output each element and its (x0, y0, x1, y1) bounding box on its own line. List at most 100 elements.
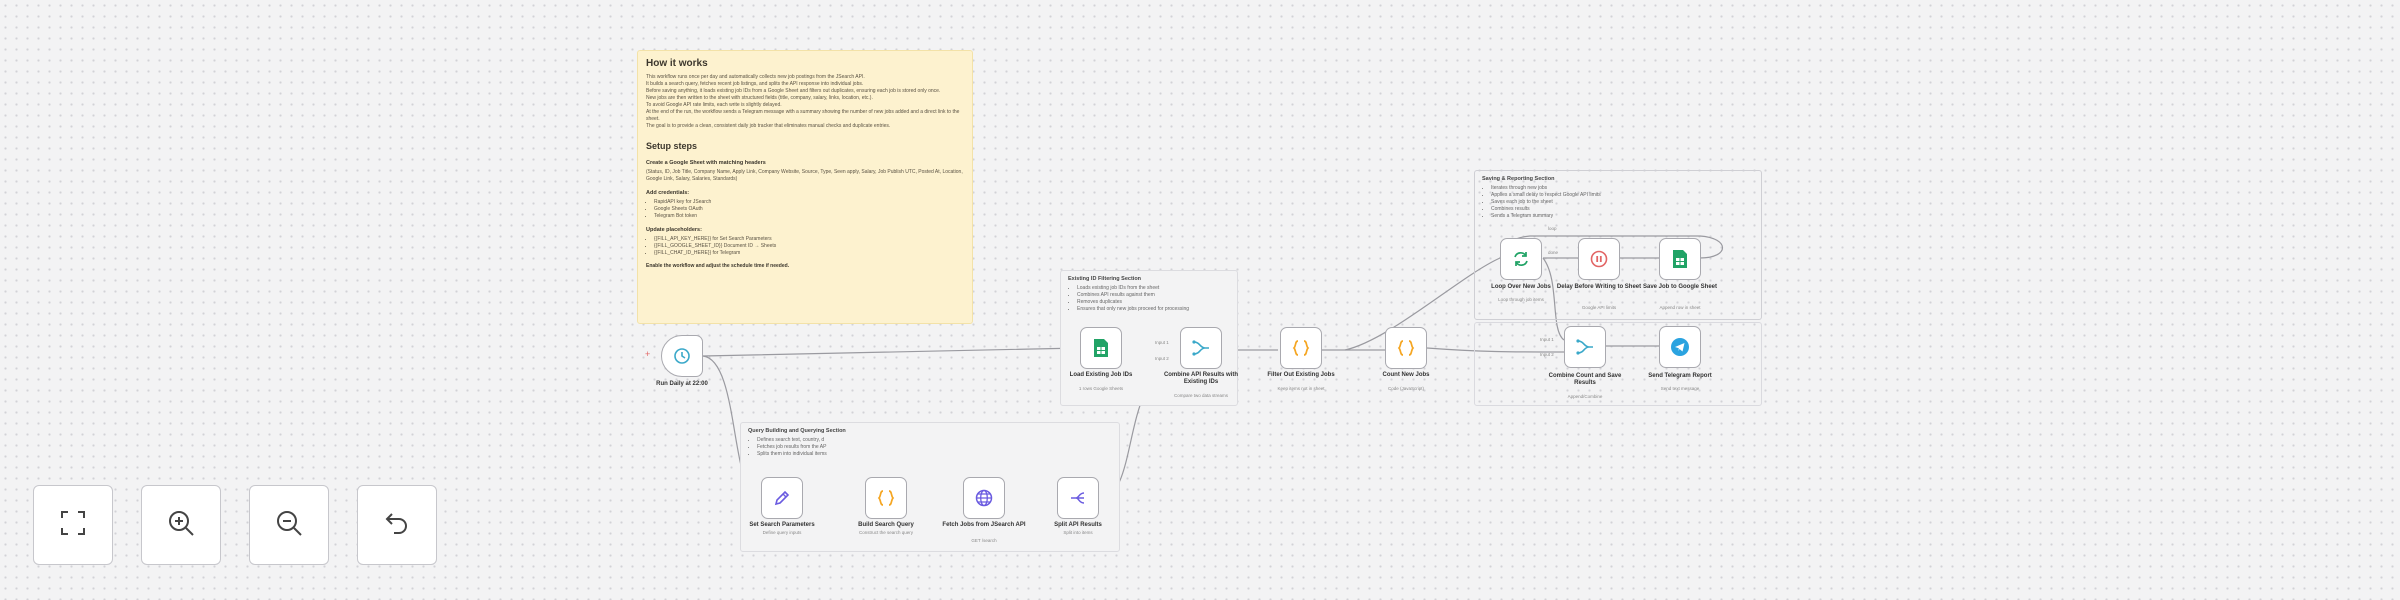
filter-out-existing-jobs-node[interactable] (1280, 327, 1322, 369)
combine-api-results-node[interactable] (1180, 327, 1222, 369)
node-subtitle: Compare two data streams (1173, 393, 1229, 398)
saving-lower-frame (1474, 322, 1762, 406)
node-label: Build Search Query (858, 522, 914, 528)
edge-label-input1: Input 1 (1540, 337, 1554, 342)
zoom-out-icon (274, 508, 304, 543)
pencil-icon (771, 487, 793, 509)
list-item: Removes duplicates (1077, 299, 1230, 306)
note-intro-1: This workflow runs once per day and auto… (646, 74, 865, 80)
note-intro-6: At the end of the run, the workflow send… (646, 109, 960, 122)
add-trigger-icon[interactable]: + (645, 349, 651, 359)
list-item: Splits them into individual items (757, 451, 1112, 458)
node-subtitle: Define query inputs (762, 530, 802, 535)
node-label: Delay Before Writing to Sheet (1556, 284, 1642, 290)
list-item: Google Sheets OAuth (654, 206, 964, 213)
saving-reporting-sticky[interactable]: Saving & Reporting Section Iterates thro… (1474, 170, 1762, 320)
count-new-jobs-node[interactable] (1385, 327, 1427, 369)
globe-icon (973, 487, 995, 509)
node-subtitle: Send text message (1660, 386, 1700, 391)
node-label: Load Existing Job IDs (1069, 372, 1133, 378)
note-title: How it works (646, 58, 708, 69)
loop-icon (1510, 248, 1532, 270)
sticky-title: Query Building and Querying Section (748, 428, 846, 434)
code-braces-icon (1290, 337, 1312, 359)
list-item: RapidAPI key for JSearch (654, 199, 964, 206)
node-subtitle: Append/Combine (1567, 394, 1603, 399)
node-label: Run Daily at 22:00 (656, 381, 708, 387)
list-item: Saves each job to the sheet (1491, 199, 1754, 206)
edge-label-loop: loop (1548, 226, 1557, 231)
node-label: Filter Out Existing Jobs (1267, 372, 1335, 378)
note-intro-7: The goal is to provide a clean, consiste… (646, 123, 891, 129)
load-existing-job-ids-node[interactable] (1080, 327, 1122, 369)
step3-title: Update placeholders: (646, 227, 702, 233)
zoom-out-button[interactable] (249, 485, 329, 565)
list-item: Ensures that only new jobs proceed for p… (1077, 306, 1230, 313)
undo-button[interactable] (357, 485, 437, 565)
google-sheets-icon (1669, 248, 1691, 270)
send-telegram-report-node[interactable] (1659, 326, 1701, 368)
undo-icon (382, 508, 412, 543)
zoom-in-button[interactable] (141, 485, 221, 565)
combine-count-node[interactable] (1564, 326, 1606, 368)
how-it-works-note[interactable]: How it works This workflow runs once per… (637, 50, 973, 324)
step1-text: (Status, ID, Job Title, Company Name, Ap… (646, 169, 963, 182)
node-label: Set Search Parameters (749, 522, 815, 528)
edge-label-input1: Input 1 (1155, 340, 1169, 345)
sticky-title: Saving & Reporting Section (1482, 176, 1555, 182)
list-item: {{FILL_CHAT_ID_HERE}} for Telegram (654, 250, 964, 257)
zoom-in-icon (166, 508, 196, 543)
query-building-sticky[interactable]: Query Building and Querying Section Defi… (740, 422, 1120, 552)
node-subtitle: Keep items not in sheet (1277, 386, 1325, 391)
node-label: Split API Results (1054, 522, 1102, 528)
list-item: {{FILL_API_KEY_HERE}} for Set Search Par… (654, 236, 964, 243)
fit-view-icon (58, 508, 88, 543)
code-braces-icon (875, 487, 897, 509)
delay-before-writing-node[interactable] (1578, 238, 1620, 280)
merge-icon (1190, 337, 1212, 359)
set-search-parameters-node[interactable] (761, 477, 803, 519)
fit-view-button[interactable] (33, 485, 113, 565)
node-subtitle: Construct the search query (858, 530, 914, 535)
node-label: Loop Over New Jobs (1491, 284, 1551, 290)
run-daily-node[interactable] (661, 335, 703, 377)
edge-label-done: done (1548, 250, 1559, 255)
note-intro-4: New jobs are then written to the sheet w… (646, 95, 873, 101)
note-intro-5: To avoid Google API rate limits, each wr… (646, 102, 782, 108)
node-label: Send Telegram Report (1648, 373, 1712, 379)
list-item: Fetches job results from the AP (757, 444, 1112, 451)
step2-title: Add credentials: (646, 190, 690, 196)
fetch-jobs-node[interactable] (963, 477, 1005, 519)
node-subtitle: Google API limits (1581, 305, 1617, 310)
list-item: {{FILL_GOOGLE_SHEET_ID}} Document ID → S… (654, 243, 964, 250)
split-icon (1067, 487, 1089, 509)
note-intro-2: It builds a search query, fetches recent… (646, 81, 864, 87)
list-item: Defines search text, country, d (757, 437, 1112, 444)
loop-over-new-jobs-node[interactable] (1500, 238, 1542, 280)
split-api-results-node[interactable] (1057, 477, 1099, 519)
note-intro-3: Before saving anything, it loads existin… (646, 88, 941, 94)
placeholders-list: {{FILL_API_KEY_HERE}} for Set Search Par… (646, 236, 964, 257)
list-item: Combines results (1491, 206, 1754, 213)
list-item: Combines API results against them (1077, 292, 1230, 299)
node-subtitle: Append row in sheet (1659, 305, 1701, 310)
save-job-node[interactable] (1659, 238, 1701, 280)
node-subtitle: Code (JavaScript) (1387, 386, 1424, 391)
sticky-title: Existing ID Filtering Section (1068, 276, 1142, 282)
build-search-query-node[interactable] (865, 477, 907, 519)
edge-label-input2: Input 2 (1155, 356, 1169, 361)
setup-title: Setup steps (646, 141, 698, 151)
list-item: Loads existing job IDs from the sheet (1077, 285, 1230, 292)
node-label: Save Job to Google Sheet (1642, 284, 1717, 290)
telegram-icon (1669, 336, 1691, 358)
edge-label-input2: Input 2 (1540, 352, 1554, 357)
list-item: Sends a Telegram summary (1491, 213, 1754, 220)
node-subtitle: 1 rows Google Sheets (1078, 386, 1124, 391)
clock-icon (671, 345, 693, 367)
credentials-list: RapidAPI key for JSearch Google Sheets O… (646, 199, 964, 220)
node-subtitle: Split into items (1063, 530, 1093, 535)
list-item: Iterates through new jobs (1491, 185, 1754, 192)
google-sheets-icon (1090, 337, 1112, 359)
list-item: Applies a small delay to respect Google … (1491, 192, 1754, 199)
node-label: Combine Count and Save Results (1548, 373, 1622, 386)
